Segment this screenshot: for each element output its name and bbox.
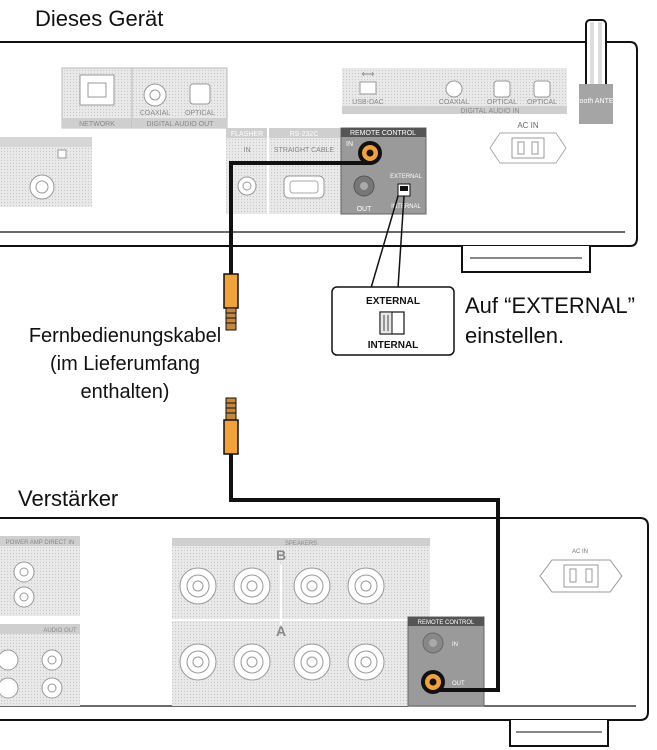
top-rc-out-label: OUT — [357, 206, 373, 213]
bottom-rc-out-label: OUT — [452, 681, 465, 687]
top-remote-control-panel: REMOTE CONTROL IN OUT EXTERNAL INTERNAL — [340, 127, 427, 215]
speakers-panel: SPEAKERS B A — [172, 538, 430, 706]
flasher-rs232c-panel: FLASHER IN RS-232C STRAIGHT CABLE — [226, 128, 341, 214]
switch-instruction: Auf “EXTERNAL” einstellen. — [465, 293, 635, 348]
optical-in-2-label: OPTICAL — [527, 99, 557, 106]
speaker-a-label: A — [276, 623, 286, 639]
power-amp-direct-in-label: POWER AMP DIRECT IN — [6, 540, 74, 546]
top-rc-in-label: IN — [346, 141, 353, 148]
callout-external-label: EXTERNAL — [366, 296, 420, 307]
cable-label: Fernbedienungskabel (im Lieferumfang ent… — [28, 325, 222, 403]
network-label: NETWORK — [79, 121, 115, 128]
bottom-rca-plug — [421, 670, 445, 694]
top-switch-external-label: EXTERNAL — [390, 174, 422, 180]
bottom-remote-control-panel: REMOTE CONTROL IN OUT — [407, 616, 485, 707]
top-switch-internal-label: INTERNAL — [391, 204, 421, 210]
coaxial-in-label: COAXIAL — [439, 99, 469, 106]
digital-audio-in-panel: ⟷ USB-DAC COAXIAL OPTICAL OPTICAL DIGITA… — [342, 68, 567, 115]
cable-plug-upper — [223, 264, 239, 331]
bottom-ac-in-label: AC IN — [572, 549, 588, 555]
svg-text:⟷: ⟷ — [362, 69, 375, 79]
top-ac-in-label: AC IN — [517, 121, 539, 130]
top-remote-control-label: REMOTE CONTROL — [350, 130, 416, 137]
bottom-rc-in-label: IN — [452, 642, 458, 648]
flasher-label: FLASHER — [231, 131, 263, 138]
bluetooth-antenna: Bluetooth ANTENNA — [564, 19, 629, 124]
power-amp-direct-in-panel: POWER AMP DIRECT IN — [0, 536, 80, 616]
bottom-device-title: Verstärker — [18, 486, 119, 511]
network-port: NETWORK — [61, 67, 133, 129]
coaxial-out-label: COAXIAL — [140, 110, 170, 117]
digital-audio-out-panel: COAXIAL OPTICAL DIGITAL AUDIO OUT — [131, 67, 228, 129]
top-rca-plug — [358, 141, 382, 165]
audio-out-label: AUDIO OUT — [43, 628, 77, 634]
speaker-b-label: B — [276, 547, 286, 563]
top-device-title: Dieses Gerät — [35, 6, 164, 31]
top-ac-in: AC IN — [489, 121, 567, 164]
top-left-panel — [0, 137, 92, 207]
optical-in-1-label: OPTICAL — [487, 99, 517, 106]
audio-out-panel: AUDIO OUT — [0, 624, 80, 706]
digital-audio-out-label: DIGITAL AUDIO OUT — [147, 121, 215, 128]
cable-plug-lower — [223, 397, 239, 464]
flasher-in-label: IN — [244, 147, 251, 154]
switch-callout: EXTERNAL INTERNAL — [331, 195, 455, 356]
optical-out-label: OPTICAL — [185, 110, 215, 117]
digital-audio-in-label: DIGITAL AUDIO IN — [460, 108, 519, 115]
bottom-ac-in: AC IN — [539, 549, 623, 593]
straight-cable-label: STRAIGHT CABLE — [274, 147, 334, 154]
callout-internal-label: INTERNAL — [368, 340, 419, 351]
bluetooth-antenna-label: Bluetooth ANTENNA — [564, 98, 629, 105]
rs232c-label: RS-232C — [290, 131, 319, 138]
usb-dac-label: USB-DAC — [352, 99, 384, 106]
bottom-remote-control-label: REMOTE CONTROL — [418, 620, 475, 626]
speakers-label: SPEAKERS — [285, 541, 317, 547]
